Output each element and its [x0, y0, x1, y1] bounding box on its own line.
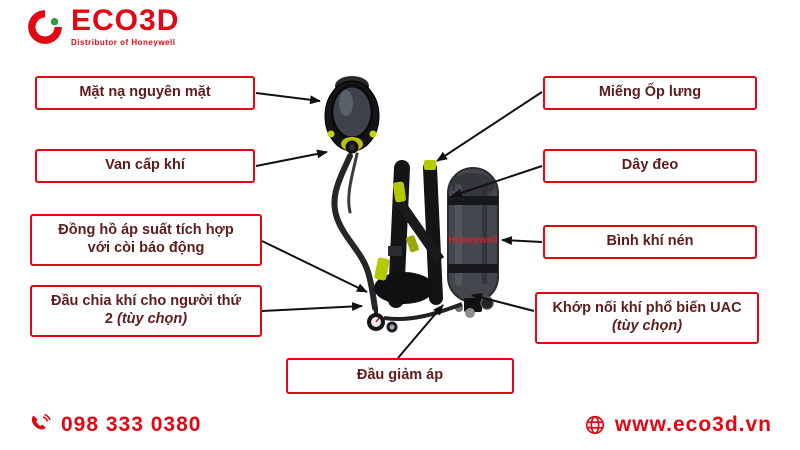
- visor-highlight: [339, 90, 353, 116]
- uac-fitting: [465, 308, 475, 318]
- callout-pressure-gauge: Đồng hồ áp suất tích hợp với còi báo độn…: [30, 214, 262, 266]
- callout-label: Mặt nạ nguyên mặt: [79, 84, 211, 101]
- callout-label: với còi báo động: [87, 240, 205, 256]
- gauge-needle: [375, 317, 380, 323]
- callout-uac-connector: Khớp nối khí phổ biến UAC (tùy chọn): [535, 292, 759, 344]
- arrow-back-plate: [436, 91, 543, 162]
- hiviz-accent: [374, 257, 390, 281]
- harness-right-strap: [423, 161, 443, 305]
- arrow-pressure-reducer: [397, 304, 444, 359]
- phone-number[interactable]: 098 333 0380: [61, 413, 202, 436]
- callout-second-user-splitter: Đầu chia khí cho người thứ 2 (tùy chọn): [30, 285, 262, 337]
- hiviz-accent: [393, 181, 406, 203]
- scba-device: Honeywell: [324, 76, 499, 333]
- callout-back-plate: Miếng Ốp lưng: [543, 76, 757, 110]
- harness-cross-strap: [393, 197, 445, 263]
- callout-pressure-reducer: Đầu giảm áp: [286, 358, 514, 394]
- arrow-air-cylinder: [501, 236, 543, 245]
- callout-label-number: 2: [104, 311, 117, 327]
- cylinder-band-top: [448, 196, 498, 205]
- arrow-harness-strap: [451, 165, 543, 198]
- callout-label-optional: (tùy chọn): [611, 318, 683, 334]
- reducer-fitting-center: [389, 324, 395, 330]
- cylinder-shadow: [482, 184, 487, 284]
- callout-label-optional: (tùy chọn): [117, 311, 188, 327]
- website-url[interactable]: www.eco3d.vn: [614, 413, 772, 436]
- arrow-uac-connector: [471, 293, 535, 312]
- cylinder-brand-text: Honeywell: [448, 235, 498, 246]
- eco3d-logo: ECO3D Distributor of Honeywell: [26, 6, 179, 47]
- secondary-hose: [347, 152, 359, 214]
- callout-label: Đầu giảm áp: [356, 367, 444, 384]
- callout-label: Đầu chia khí cho người thứ: [50, 293, 241, 310]
- callout-label: Van cấp khí: [105, 157, 185, 174]
- mask-accent-right: [369, 130, 377, 138]
- callout-air-supply-valve: Van cấp khí: [35, 149, 255, 183]
- callout-label: Khớp nối khí phổ biến UAC: [552, 300, 742, 317]
- cylinder-band-bottom: [448, 264, 498, 273]
- hiviz-accent: [424, 160, 436, 170]
- arrow-pressure-gauge: [261, 240, 368, 293]
- callout-label-line2: 2 (tùy chọn): [105, 311, 187, 329]
- hiviz-accent: [406, 235, 419, 253]
- breathing-hose: [331, 153, 378, 311]
- callout-arrows: [255, 91, 543, 359]
- mask-accent-left: [327, 130, 335, 138]
- supply-hose: [383, 302, 463, 322]
- callout-label: Bình khí nén: [606, 233, 694, 250]
- logo-text: ECO3D Distributor of Honeywell: [71, 4, 180, 48]
- logo-title: ECO3D: [71, 4, 180, 37]
- phone-icon: [31, 413, 51, 430]
- callout-harness-strap: Dây đeo: [543, 149, 757, 183]
- supply-valve-center: [349, 144, 355, 150]
- phone-contact[interactable]: 098 333 0380: [28, 413, 201, 437]
- logo-tagline: Distributor of Honeywell: [71, 38, 176, 47]
- waist-pad: [374, 272, 434, 304]
- globe-icon: [585, 415, 604, 435]
- callout-label: Đồng hồ áp suất tích hợp: [58, 222, 234, 239]
- callout-label: Miếng Ốp lưng: [598, 84, 702, 101]
- callout-full-face-mask: Mặt nạ nguyên mặt: [35, 76, 255, 110]
- eco3d-logo-icon: [28, 9, 62, 44]
- callout-label: Dây đeo: [621, 157, 679, 174]
- arrow-second-user-splitter: [261, 302, 363, 312]
- arrow-air-supply-valve: [255, 149, 328, 167]
- buckle: [388, 246, 402, 256]
- cylinder-highlight: [455, 184, 462, 286]
- arrow-full-face-mask: [255, 92, 321, 105]
- website-contact[interactable]: www.eco3d.vn: [584, 413, 772, 437]
- callout-air-cylinder: Bình khí nén: [543, 225, 757, 259]
